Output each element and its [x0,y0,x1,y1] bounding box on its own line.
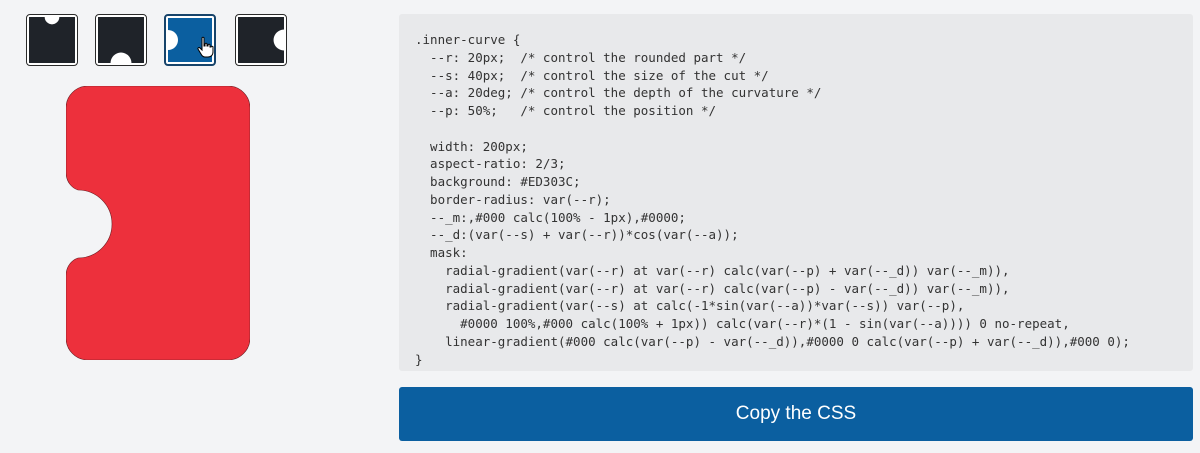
right-curve-icon [238,17,284,63]
code-line: --_d:(var(--s) + var(--r))*cos(var(--a))… [415,227,739,243]
code-line: .inner-curve { [415,32,521,47]
shape-option-bottom-curve[interactable] [95,14,147,66]
shape-preview [66,86,250,360]
code-line: --_m:,#000 calc(100% - 1px),#0000; [415,209,686,225]
code-line: radial-gradient(var(--r) at var(--r) cal… [415,262,1010,278]
code-line: border-radius: var(--r); [415,191,611,207]
shape-option-top-curve[interactable] [26,14,78,66]
code-line: background: #ED303C; [415,174,581,189]
shape-option-right-curve[interactable] [235,14,287,66]
code-line: --s: 40px; /* control the size of the cu… [415,67,769,83]
css-code-block: .inner-curve { --r: 20px; /* control the… [399,14,1193,371]
top-curve-icon [29,17,75,63]
hand-cursor-icon [197,36,214,58]
code-line: --a: 20deg; /* control the depth of the … [415,85,822,101]
code-line: linear-gradient(#000 calc(var(--p) - var… [415,333,1130,349]
code-line: radial-gradient(var(--r) at var(--r) cal… [415,280,1010,296]
code-line: radial-gradient(var(--s) at calc(-1*sin(… [415,298,965,314]
code-line: mask: [415,245,468,260]
code-line: aspect-ratio: 2/3; [415,156,566,172]
code-line: #0000 100%,#000 calc(100% + 1px)) calc(v… [415,316,1070,331]
code-line: width: 200px; [415,138,528,154]
inner-curve-shape [66,86,250,360]
code-line: --p: 50%; /* control the position */ [415,103,717,118]
code-line: --r: 20px; /* control the rounded part *… [415,49,747,65]
code-line: } [415,351,423,367]
copy-css-button[interactable]: Copy the CSS [399,387,1193,441]
bottom-curve-icon [98,17,144,63]
